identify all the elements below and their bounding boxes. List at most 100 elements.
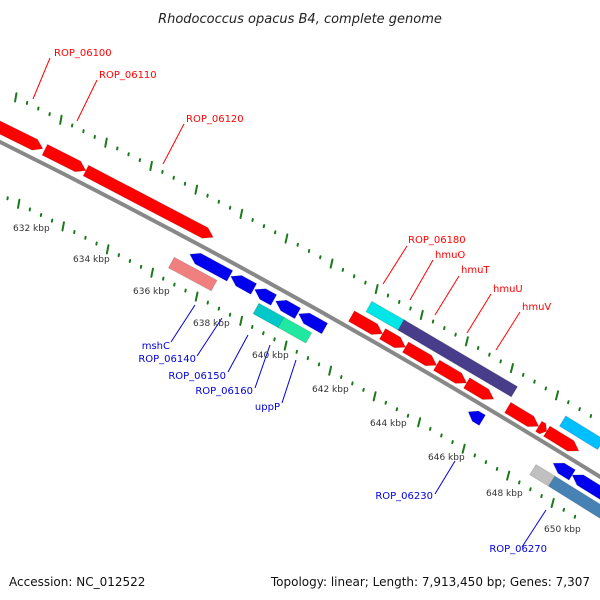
- gene-feature: [253, 288, 278, 306]
- major-tick: [554, 390, 560, 401]
- major-tick: [16, 198, 21, 209]
- minor-tick: [518, 480, 521, 485]
- gene-feature: [82, 164, 215, 239]
- minor-tick: [589, 414, 593, 419]
- gene-feature: [277, 316, 313, 344]
- minor-tick: [540, 494, 543, 499]
- gene-label[interactable]: hmuT: [461, 265, 490, 276]
- major-tick: [419, 309, 424, 321]
- major-tick: [329, 258, 334, 269]
- minor-tick: [521, 372, 525, 377]
- major-tick: [194, 184, 199, 195]
- genes: [0, 120, 600, 519]
- gene-feature: [252, 302, 286, 329]
- gene-feature: [230, 274, 258, 295]
- gene-label[interactable]: ROP_06270: [489, 544, 547, 555]
- major-tick: [509, 363, 514, 374]
- gene-label[interactable]: mshC: [142, 341, 170, 352]
- major-tick: [374, 283, 379, 295]
- major-tick: [283, 340, 288, 351]
- gene-label[interactable]: ROP_06160: [195, 386, 253, 397]
- leader-line: [466, 293, 492, 334]
- major-tick: [464, 336, 469, 347]
- tick-label: 650 kbp: [544, 525, 581, 535]
- gene-label[interactable]: ROP_06150: [168, 371, 226, 382]
- leader-line: [32, 57, 51, 100]
- gene-feature: [378, 327, 407, 349]
- leader-line: [162, 123, 185, 165]
- gene-feature: [503, 401, 540, 428]
- gene-label[interactable]: ROP_06140: [138, 354, 196, 365]
- minor-tick: [573, 514, 577, 519]
- major-tick: [461, 443, 466, 454]
- gene-label[interactable]: ROP_06100: [54, 48, 112, 59]
- leader-line: [196, 317, 223, 357]
- gene-feature: [462, 377, 495, 401]
- major-tick: [328, 365, 333, 376]
- gene-feature: [534, 420, 548, 435]
- gene-feature: [547, 475, 600, 519]
- leader-line: [227, 334, 249, 373]
- tick-label: 644 kbp: [370, 419, 407, 429]
- gene-label[interactable]: ROP_06230: [375, 491, 433, 502]
- tick-marks: [6, 92, 593, 519]
- minor-tick: [473, 453, 477, 458]
- gene-label[interactable]: hmuU: [493, 284, 523, 295]
- minor-tick: [476, 345, 480, 350]
- major-tick: [149, 160, 153, 172]
- gene-feature: [401, 341, 438, 367]
- leader-line: [434, 460, 456, 495]
- gene-feature: [347, 310, 384, 336]
- gene-label[interactable]: ROP_06120: [186, 114, 244, 125]
- gene-feature: [167, 256, 218, 292]
- gene-feature: [274, 299, 302, 320]
- leader-lines: [32, 57, 547, 548]
- minor-tick: [578, 407, 581, 412]
- accession-text: Accession: NC_012522: [9, 575, 145, 589]
- gene-label[interactable]: ROP_06180: [408, 235, 466, 246]
- major-tick: [61, 221, 65, 232]
- major-tick: [506, 470, 511, 481]
- leader-line: [434, 275, 460, 316]
- minor-tick: [544, 386, 548, 391]
- major-tick: [239, 208, 244, 219]
- minor-tick: [499, 359, 502, 364]
- major-tick: [284, 233, 289, 244]
- leader-line: [170, 304, 196, 343]
- minor-tick: [495, 466, 499, 471]
- major-tick: [239, 315, 244, 326]
- gene-feature: [467, 410, 487, 427]
- gene-label[interactable]: hmuO: [435, 250, 465, 261]
- minor-tick: [562, 507, 566, 512]
- tick-label: 632 kbp: [13, 224, 50, 234]
- minor-tick: [529, 487, 532, 492]
- leader-line: [409, 259, 434, 301]
- tick-label: 636 kbp: [133, 287, 170, 297]
- gene-feature: [397, 319, 519, 398]
- leader-line: [495, 311, 521, 351]
- tick-label: 642 kbp: [312, 385, 349, 395]
- major-tick: [417, 417, 422, 428]
- tick-label: 634 kbp: [73, 255, 110, 265]
- minor-tick: [429, 426, 432, 431]
- gene-feature: [552, 462, 576, 481]
- gene-label[interactable]: ROP_06110: [99, 70, 157, 81]
- minor-tick: [488, 352, 491, 357]
- genome-summary-text: Topology: linear; Length: 7,913,450 bp; …: [270, 575, 590, 589]
- gene-feature: [558, 415, 600, 451]
- tick-label: 638 kbp: [193, 319, 230, 329]
- gene-label[interactable]: uppP: [255, 402, 280, 413]
- tick-label: 640 kbp: [252, 351, 289, 361]
- minor-tick: [567, 400, 570, 405]
- gene-feature: [41, 143, 87, 173]
- gene-feature: [0, 120, 44, 151]
- major-tick: [14, 92, 18, 103]
- map-title: Rhodococcus opacus B4, complete genome: [158, 12, 442, 27]
- gene-feature: [571, 474, 600, 501]
- gene-label[interactable]: hmuV: [522, 302, 551, 313]
- genome-backbone: [0, 139, 600, 480]
- major-tick: [194, 291, 199, 302]
- minor-tick: [533, 379, 536, 384]
